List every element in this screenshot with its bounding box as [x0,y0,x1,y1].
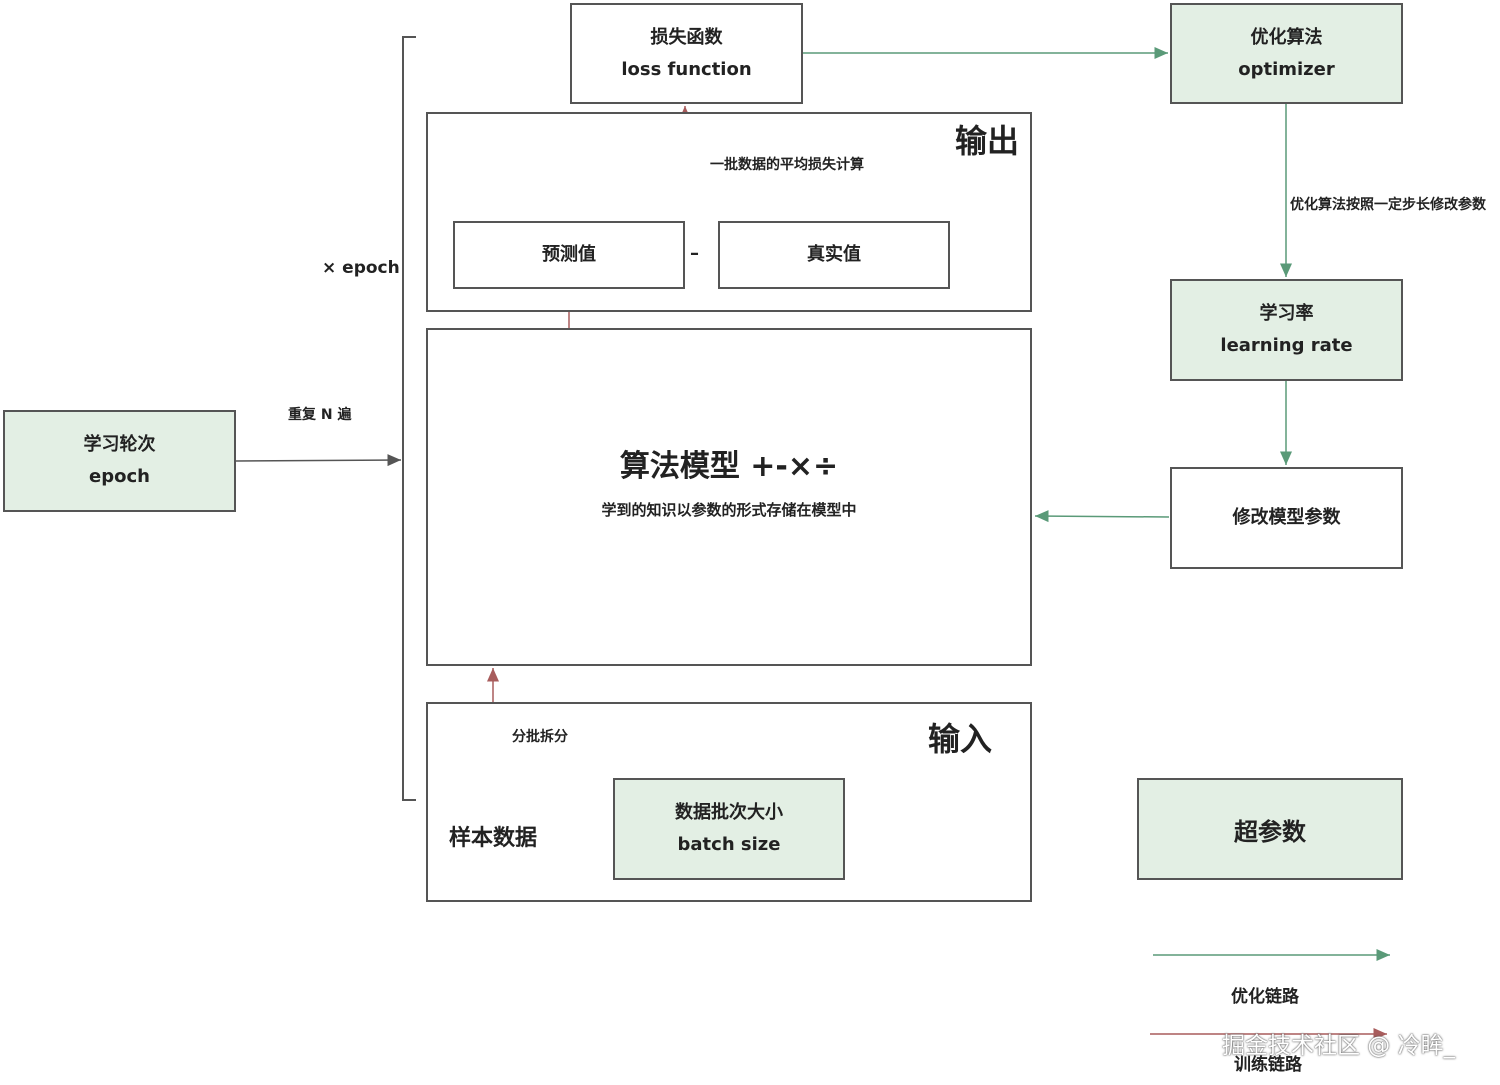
loss-title-en: loss function [621,58,752,80]
input-title: 输入 [928,720,993,758]
hyperparameter-label: 超参数 [1234,817,1306,846]
update-params-label: 修改模型参数 [1232,507,1341,528]
batch-title-en: batch size [677,834,781,855]
prediction-label: 预测值 [542,244,596,265]
batch-size-box: 数据批次大小 batch size [613,778,845,880]
learning-rate-box: 学习率 learning rate [1170,279,1403,381]
split-note: 分批拆分 [512,729,568,745]
sample-data-label: 样本数据 [448,826,537,851]
minus-sign: – [690,243,699,264]
epoch-bracket [402,36,416,801]
model-subtitle: 学到的知识以参数的形式存储在模型中 [601,500,857,519]
batch-title-zh: 数据批次大小 [675,802,783,823]
optimizer-title-en: optimizer [1238,58,1335,80]
optimizer-box: 优化算法 optimizer [1170,3,1403,104]
truth-box: 真实值 [718,221,950,289]
loss-title-zh: 损失函数 [650,26,723,48]
update-params-box: 修改模型参数 [1170,467,1403,569]
repeat-label: 重复 N 遍 [288,407,352,423]
optimizer-title-zh: 优化算法 [1250,26,1323,48]
legend-train-label: 训练链路 [1234,1055,1302,1075]
hyperparameter-legend-box: 超参数 [1137,778,1403,880]
epoch-title-en: epoch [89,466,150,487]
model-title: 算法模型 +-×÷ [619,448,839,484]
loss-calc-note: 一批数据的平均损失计算 [710,157,864,173]
epoch-multiplier-label: × epoch [322,258,400,278]
loss-function-box: 损失函数 loss function [570,3,803,104]
lr-title-en: learning rate [1220,335,1353,356]
prediction-box: 预测值 [453,221,685,289]
update-to-model-arrow [1034,510,1170,523]
epoch-arrow [235,454,402,467]
truth-label: 真实值 [807,244,861,265]
model-box: 算法模型 +-×÷ 学到的知识以参数的形式存储在模型中 [426,328,1032,666]
epoch-title-zh: 学习轮次 [83,434,156,455]
watermark: 掘金技术社区 @ 冷眸_ [1222,1033,1456,1059]
output-title: 输出 [955,122,1020,160]
optimizer-note: 优化算法按照一定步长修改参数 [1290,197,1486,213]
epoch-box: 学习轮次 epoch [3,410,236,512]
legend-optimize-label: 优化链路 [1231,987,1299,1007]
lr-title-zh: 学习率 [1259,303,1314,324]
